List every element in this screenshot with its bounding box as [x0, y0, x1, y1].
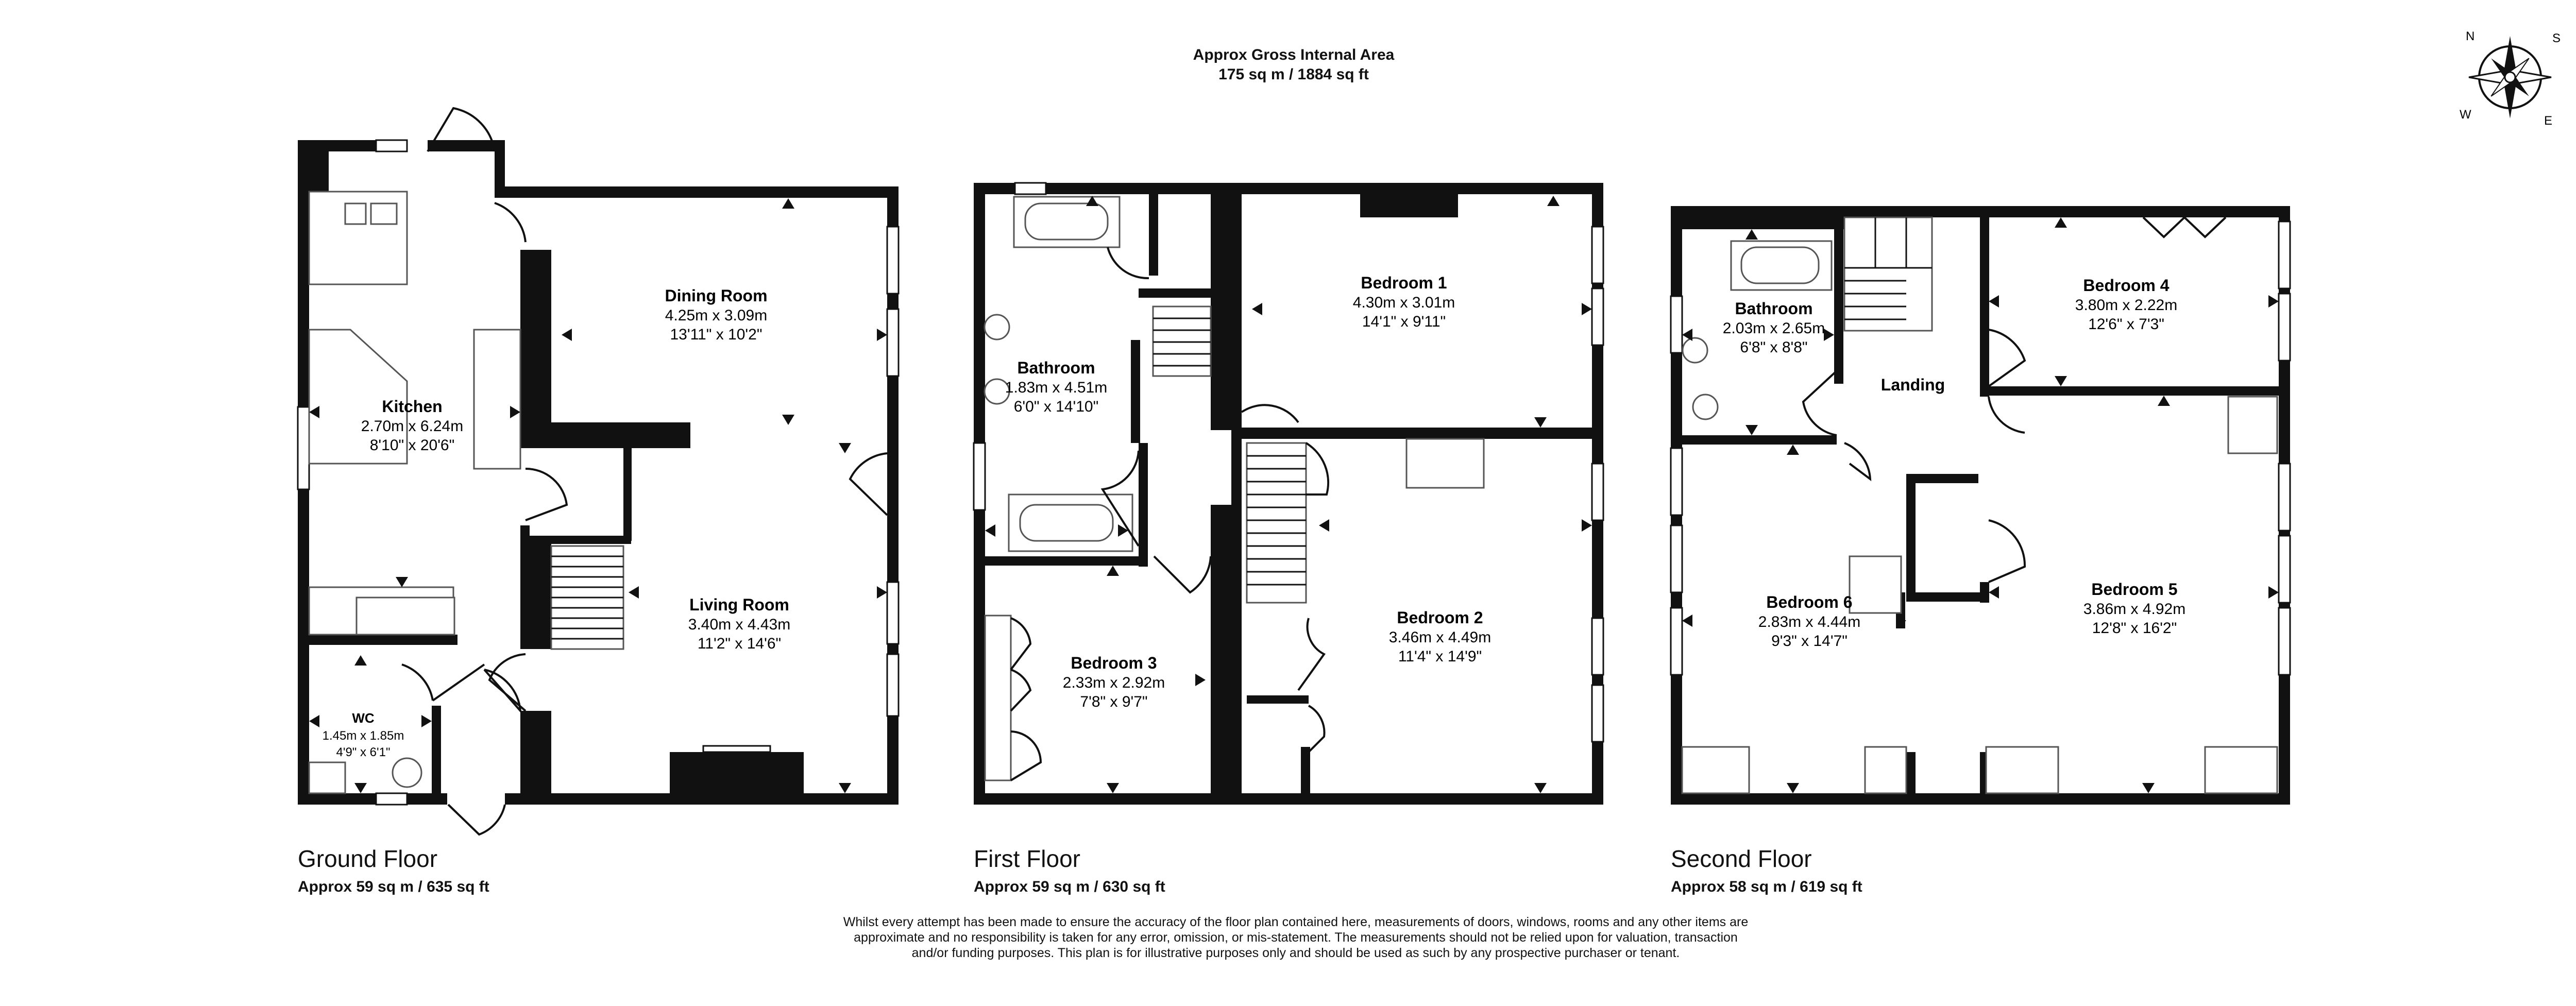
ground-floor-plan: Dining Room 4.25m x 3.09m 13'11" x 10'2"… — [297, 107, 900, 836]
gross-area-title: Approx Gross Internal Area — [1193, 46, 1395, 63]
room-imperial-bathroom-1: 6'0" x 14'10" — [1014, 398, 1099, 415]
room-metric-wc: 1.45m x 1.85m — [323, 729, 404, 743]
room-metric-bathroom-2: 2.03m x 2.65m — [1723, 320, 1825, 337]
room-imperial-kitchen: 8'10" x 20'6" — [370, 437, 455, 454]
first-floor-plan: Bedroom 1 4.30m x 3.01m 14'1" x 9'11" Ba… — [973, 182, 1604, 805]
compass-icon: N E S W — [2460, 29, 2561, 128]
floor-title-second: Second Floor — [1671, 845, 1812, 872]
room-imperial-living: 11'2" x 14'6" — [698, 635, 781, 652]
room-name-dining: Dining Room — [665, 286, 767, 305]
floor-area-ground: Approx 59 sq m / 635 sq ft — [298, 878, 489, 895]
room-name-bedroom-1: Bedroom 1 — [1361, 274, 1447, 292]
room-name-landing: Landing — [1881, 376, 1945, 394]
room-metric-living: 3.40m x 4.43m — [688, 616, 790, 633]
floor-area-second: Approx 58 sq m / 619 sq ft — [1671, 878, 1862, 895]
room-imperial-bedroom-4: 12'6" x 7'3" — [2088, 316, 2164, 333]
room-metric-kitchen: 2.70m x 6.24m — [361, 418, 463, 435]
compass-s: S — [2552, 31, 2561, 45]
room-name-living: Living Room — [689, 595, 789, 614]
room-metric-bedroom-1: 4.30m x 3.01m — [1353, 294, 1455, 311]
room-imperial-bedroom-5: 12'8" x 16'2" — [2092, 620, 2177, 637]
room-metric-bedroom-3: 2.33m x 2.92m — [1063, 674, 1165, 691]
room-metric-bathroom-1: 1.83m x 4.51m — [1005, 379, 1107, 396]
floor-title-ground: Ground Floor — [298, 845, 438, 872]
second-floor-plan: Bathroom 2.03m x 2.65m 6'8" x 8'8" Bedro… — [1670, 206, 2291, 805]
gross-area-value: 175 sq m / 1884 sq ft — [1218, 66, 1369, 83]
room-name-bathroom-1: Bathroom — [1017, 359, 1095, 377]
room-name-kitchen: Kitchen — [382, 397, 442, 416]
room-imperial-bedroom-6: 9'3" x 14'7" — [1771, 633, 1848, 650]
room-imperial-bedroom-2: 11'4" x 14'9" — [1398, 648, 1482, 665]
room-imperial-bathroom-2: 6'8" x 8'8" — [1740, 339, 1807, 356]
floor-title-first: First Floor — [974, 845, 1080, 872]
room-metric-dining: 4.25m x 3.09m — [665, 307, 767, 324]
room-name-bedroom-6: Bedroom 6 — [1766, 593, 1852, 611]
room-name-bathroom-2: Bathroom — [1735, 299, 1812, 318]
room-imperial-bedroom-3: 7'8" x 9'7" — [1080, 693, 1147, 710]
room-metric-bedroom-4: 3.80m x 2.22m — [2075, 297, 2177, 314]
room-imperial-wc: 4'9" x 6'1" — [336, 745, 391, 759]
room-name-bedroom-3: Bedroom 3 — [1071, 654, 1157, 672]
compass-n: N — [2466, 29, 2475, 43]
disclaimer-text: Whilst every attempt has been made to en… — [843, 915, 1749, 960]
room-name-bedroom-4: Bedroom 4 — [2083, 276, 2169, 295]
room-metric-bedroom-2: 3.46m x 4.49m — [1389, 629, 1491, 646]
first-stairs — [1152, 305, 1307, 604]
room-imperial-bedroom-1: 14'1" x 9'11" — [1362, 313, 1446, 330]
compass-w: W — [2460, 108, 2471, 122]
ground-stairs — [550, 545, 624, 650]
floor-area-first: Approx 59 sq m / 630 sq ft — [974, 878, 1165, 895]
compass-e: E — [2544, 114, 2552, 128]
room-name-bedroom-2: Bedroom 2 — [1397, 608, 1483, 627]
room-metric-bedroom-6: 2.83m x 4.44m — [1758, 613, 1860, 630]
second-stairs — [1843, 216, 1933, 332]
room-imperial-dining: 13'11" x 10'2" — [670, 326, 762, 343]
room-name-wc: WC — [352, 710, 375, 726]
room-name-bedroom-5: Bedroom 5 — [2091, 580, 2177, 599]
room-metric-bedroom-5: 3.86m x 4.92m — [2083, 601, 2185, 618]
